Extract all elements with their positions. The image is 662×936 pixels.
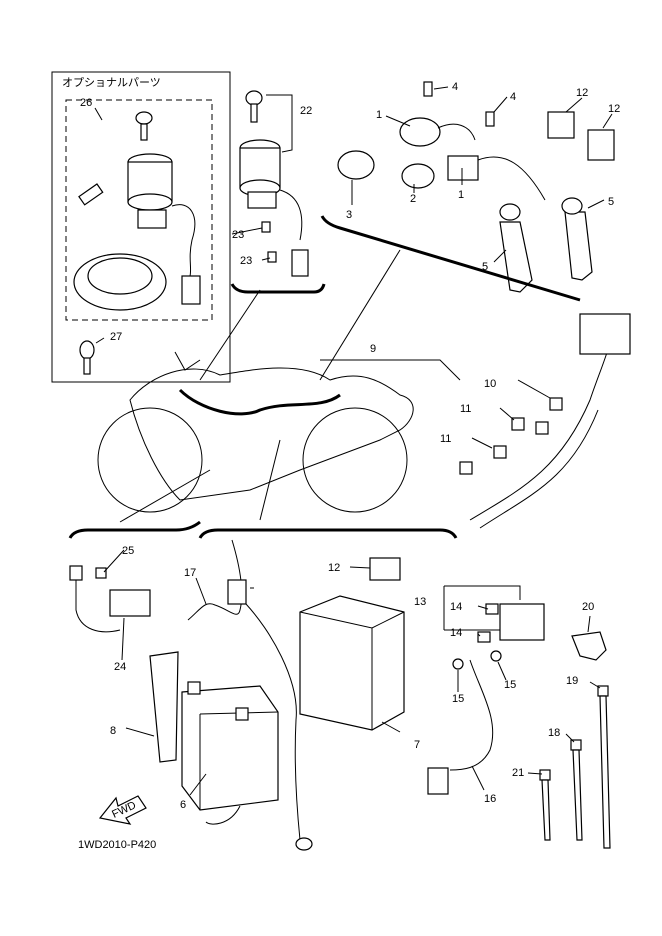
callout-15a: 15 xyxy=(452,693,464,705)
sidestand-switch-icon xyxy=(69,565,151,633)
callout-11a: 11 xyxy=(460,403,471,415)
callout-24: 24 xyxy=(114,661,126,673)
screw-icon xyxy=(261,221,277,263)
callout-2: 2 xyxy=(410,193,416,205)
callout-4a: 4 xyxy=(452,81,458,93)
callout-3: 3 xyxy=(346,209,352,221)
main-switch-key-icon xyxy=(245,90,263,123)
bolt-icon xyxy=(423,81,495,127)
callout-26: 26 xyxy=(80,97,92,109)
callout-27: 27 xyxy=(110,331,122,343)
optional-ignition-switch-icon xyxy=(127,153,201,305)
drawing-code: 1WD2010-P420 xyxy=(78,839,156,851)
callout-4b: 4 xyxy=(510,91,516,103)
callout-20: 20 xyxy=(582,601,594,613)
optional-parts-panel: オプショナルパーツ xyxy=(51,71,231,383)
leader-lines xyxy=(103,86,613,796)
battery-cable-icon xyxy=(187,539,313,851)
callout-25: 25 xyxy=(122,545,134,557)
battery-icon xyxy=(181,681,279,825)
callout-21: 21 xyxy=(512,767,524,779)
wire-harness-group xyxy=(320,313,631,529)
callout-labels: 26 27 22 23 23 1 1 2 3 4 4 5 5 12 12 9 1… xyxy=(80,81,620,811)
start-switch-icon xyxy=(337,117,546,201)
callout-16: 16 xyxy=(484,793,496,805)
callout-17: 17 xyxy=(184,567,196,579)
forward-arrow-icon: FWD xyxy=(98,795,147,825)
callout-12c: 12 xyxy=(328,562,340,574)
callout-6: 6 xyxy=(180,799,186,811)
lower-middle-bracket xyxy=(198,528,458,539)
callout-14b: 14 xyxy=(450,627,462,639)
optional-key-icon xyxy=(135,111,153,141)
callout-12b: 12 xyxy=(608,103,620,115)
callout-23a: 23 xyxy=(232,229,244,241)
main-switch-group xyxy=(230,90,326,294)
callout-19: 19 xyxy=(566,675,578,687)
callout-1a: 1 xyxy=(376,109,382,121)
callout-1b: 1 xyxy=(458,189,464,201)
callout-15b: 15 xyxy=(504,679,516,691)
callout-5a: 5 xyxy=(608,196,614,208)
spare-key-icon xyxy=(79,337,105,375)
lower-left-bracket xyxy=(68,520,201,539)
callout-5b: 5 xyxy=(482,261,488,273)
callout-8: 8 xyxy=(110,725,116,737)
battery-band-icon xyxy=(149,651,179,763)
wire-clip-icon xyxy=(571,631,607,661)
callout-10: 10 xyxy=(484,378,496,390)
callout-23b: 23 xyxy=(240,255,252,267)
callout-22: 22 xyxy=(300,105,312,117)
callout-11b: 11 xyxy=(440,433,451,445)
callout-12a: 12 xyxy=(576,87,588,99)
optional-parts-label: オプショナルパーツ xyxy=(62,76,161,89)
relay-icon xyxy=(547,111,615,161)
main-switch-icon xyxy=(239,139,309,277)
battery-cover-icon xyxy=(299,595,405,731)
callout-14a: 14 xyxy=(450,601,462,613)
callout-18: 18 xyxy=(548,727,560,739)
grip-icon xyxy=(499,197,593,293)
callout-13: 13 xyxy=(414,596,426,608)
callout-7: 7 xyxy=(414,739,420,751)
callout-9: 9 xyxy=(370,343,376,355)
cable-tie-icon xyxy=(539,685,611,849)
relay-middle-icon xyxy=(369,557,401,581)
fuel-tank-cap-icon xyxy=(73,183,167,311)
motorcycle-silhouette xyxy=(97,351,414,513)
starter-relay-icon xyxy=(427,585,545,795)
handlebar-switch-group xyxy=(320,81,615,302)
